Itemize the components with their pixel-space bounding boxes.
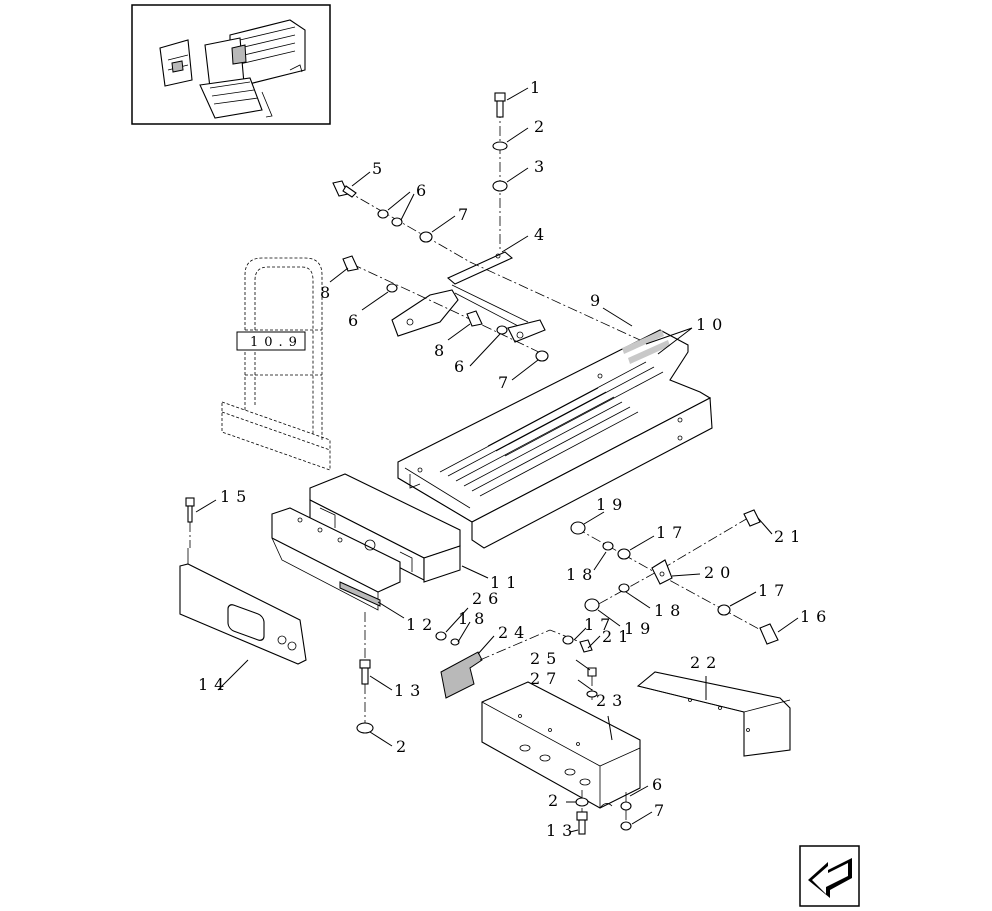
side-plate (179, 497, 307, 665)
right-hardware (479, 509, 779, 700)
callout-7: 7 (458, 205, 474, 224)
callout-7: 7 (654, 801, 670, 820)
callout-20: 20 (704, 563, 736, 582)
callout-6: 6 (348, 311, 364, 330)
cover-panel (481, 681, 641, 809)
lower-left-hardware (356, 612, 460, 734)
callout-6: 6 (416, 181, 432, 200)
callout-17: 17 (656, 523, 688, 542)
small-plate (440, 651, 483, 699)
callout-18: 18 (458, 609, 490, 628)
callout-8: 8 (320, 283, 336, 302)
mounting-bracket (391, 251, 546, 343)
callout-7: 7 (498, 373, 514, 392)
top-hardware (332, 92, 641, 362)
callout-4: 4 (534, 225, 550, 244)
platform-slots (439, 361, 664, 497)
callout-17: 17 (758, 581, 790, 600)
callout-2: 2 (396, 737, 412, 756)
callout-10: 10 (696, 315, 728, 334)
callout-23: 23 (596, 691, 628, 710)
callout-2: 2 (534, 117, 550, 136)
bottom-hardware (575, 790, 632, 835)
callout-27: 27 (530, 669, 562, 688)
callout-3: 3 (534, 157, 550, 176)
support-bracket (271, 473, 461, 611)
callout-18: 18 (654, 601, 686, 620)
callout-18: 18 (566, 565, 598, 584)
callout-21: 21 (602, 627, 634, 646)
reference-label: 10.9 (250, 335, 303, 350)
back-arrow-icon[interactable] (799, 845, 860, 907)
callout-9: 9 (590, 291, 606, 310)
callout-5: 5 (372, 159, 388, 178)
callout-1: 1 (530, 78, 546, 97)
callout-16: 16 (800, 607, 832, 626)
step-platform (397, 329, 713, 549)
callout-labels: 1 2 3 4 5 6 7 8 6 8 6 7 9 10 11 12 13 14… (198, 78, 832, 840)
callout-2: 2 (548, 791, 564, 810)
callout-24: 24 (498, 623, 530, 642)
callout-8: 8 (434, 341, 450, 360)
callout-13: 13 (546, 821, 578, 840)
callout-13: 13 (394, 681, 426, 700)
right-cover (636, 671, 791, 757)
callout-12: 12 (406, 615, 438, 634)
callout-22: 22 (690, 653, 722, 672)
callout-19: 19 (596, 495, 628, 514)
leader-lines (195, 87, 799, 833)
callout-14: 14 (198, 675, 230, 694)
callout-6: 6 (652, 775, 668, 794)
callout-17: 17 (584, 615, 616, 634)
callout-6: 6 (454, 357, 470, 376)
callout-26: 26 (472, 589, 504, 608)
callout-15: 15 (220, 487, 252, 506)
locator-thumbnail (131, 4, 331, 125)
callout-25: 25 (530, 649, 562, 668)
handrail-reference: 10.9 (221, 257, 331, 471)
callout-19: 19 (624, 619, 656, 638)
callout-11: 11 (490, 573, 522, 592)
callout-21: 21 (774, 527, 806, 546)
